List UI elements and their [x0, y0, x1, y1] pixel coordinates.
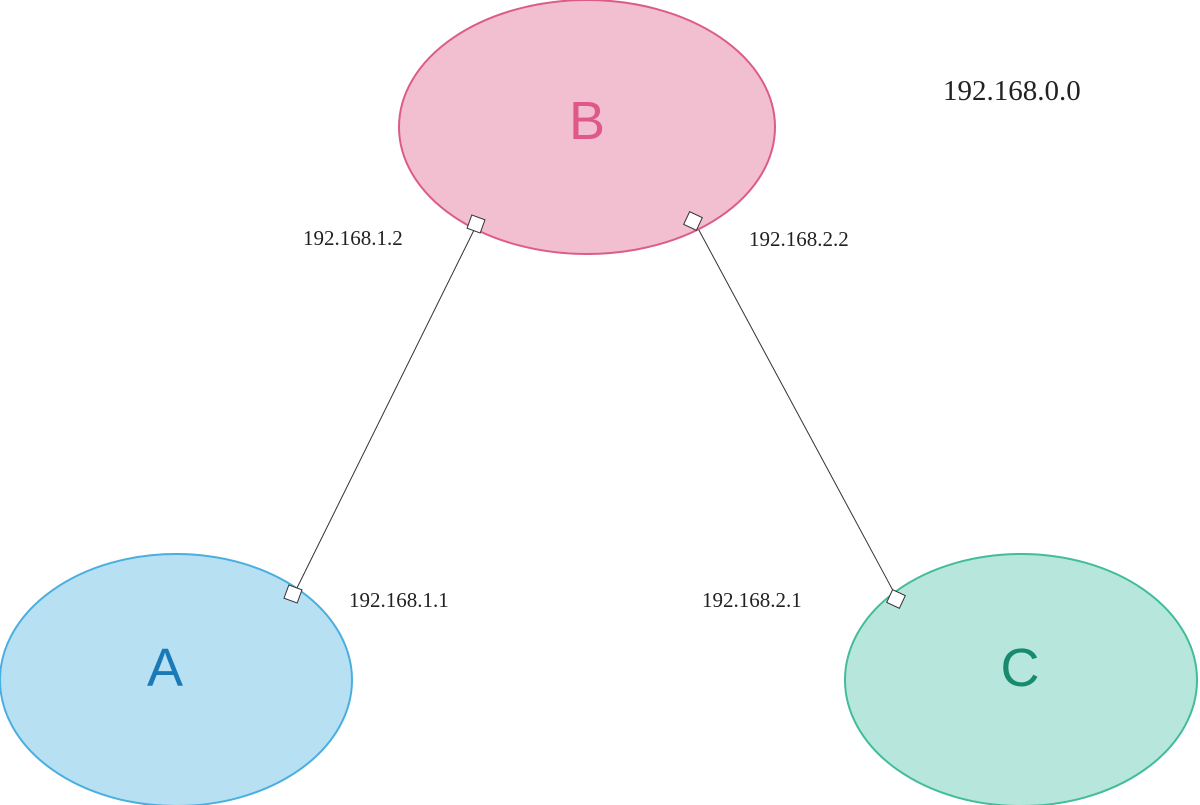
- link-a-b: [293, 223, 478, 595]
- node-b-ellipse: [398, 0, 776, 255]
- ip-label-c-link2: 192.168.2.1: [702, 588, 802, 612]
- port-b-link2[interactable]: [683, 211, 703, 231]
- ip-label-b-link2: 192.168.2.2: [749, 227, 849, 251]
- node-a-label: A: [147, 638, 183, 698]
- node-c-ellipse: [844, 553, 1198, 805]
- ip-label-a-link1: 192.168.1.1: [349, 588, 449, 612]
- port-c-link2[interactable]: [886, 589, 906, 609]
- node-b[interactable]: B: [398, 0, 776, 255]
- node-c-label: C: [1001, 638, 1040, 698]
- network-label: 192.168.0.0: [943, 75, 1081, 107]
- node-a-ellipse: [0, 553, 353, 805]
- port-b-link1[interactable]: [466, 214, 486, 234]
- node-b-label: B: [569, 91, 605, 151]
- node-c[interactable]: C: [844, 553, 1198, 805]
- port-a-link1[interactable]: [283, 584, 303, 604]
- link-c-b: [693, 220, 898, 599]
- ip-label-b-link1: 192.168.1.2: [303, 226, 403, 250]
- node-a[interactable]: A: [0, 553, 353, 805]
